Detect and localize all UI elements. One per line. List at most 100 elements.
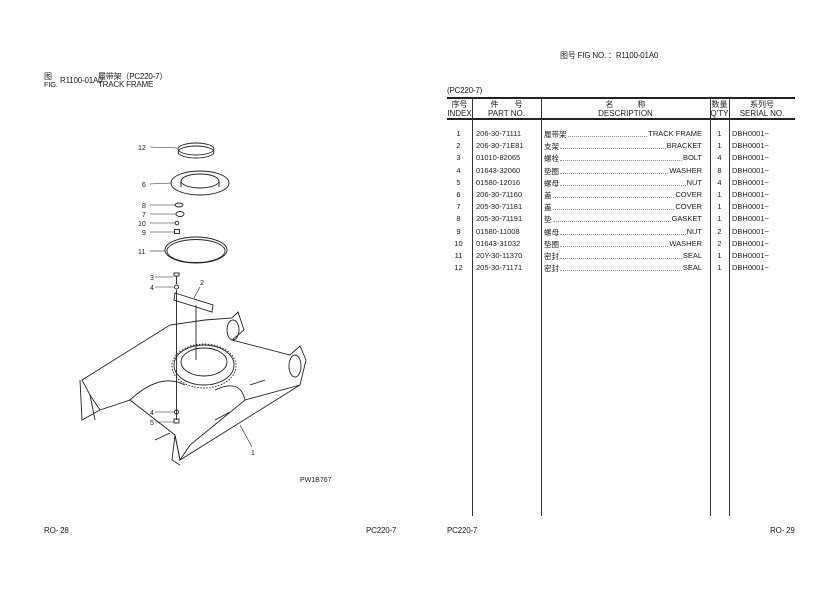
row-qty: 2 [717,226,722,236]
row-qty: 1 [717,214,722,224]
callout-9: 9 [142,230,146,237]
row-serial: DBH0001~ [732,214,769,224]
row-qty: 4 [717,177,722,187]
row-desc-en: NUT [686,177,702,187]
row-index: 4 [456,165,461,175]
cover-7 [175,211,185,217]
row-index: 10 [454,238,463,248]
row-description: 盖 COVER [544,190,702,201]
row-serial: DBH0001~ [732,226,769,236]
row-description: 履带架 TRACK FRAME [544,129,702,140]
row-desc-en: BRACKET [666,141,702,151]
callout-3: 3 [150,275,154,282]
row-serial: DBH0001~ [732,129,769,138]
left-page-number: RO- 28 [44,526,69,535]
row-desc-cn: 密封 [544,252,559,261]
row-desc-cn: 垫圈 [544,239,559,249]
row-qty: 1 [717,129,722,138]
row-desc-cn: 螺母 [544,227,559,237]
row-index: 8 [456,214,461,224]
row-desc-cn: 盖 [544,203,552,213]
row-part-no: 206-30-71111 [476,129,522,138]
row-serial: DBH0001~ [732,263,769,273]
row-description: 密封 SEAL [544,263,702,274]
table-model: (PC220-7) [447,86,483,95]
row-desc-en: COVER [675,202,702,212]
callout-1: 1 [251,450,255,457]
row-part-no: 206-30-71E81 [476,141,524,151]
fig-no: R1100-01A0 [60,76,103,85]
callout-7: 7 [142,212,146,219]
row-qty: 1 [717,202,722,212]
gasket-8 [174,202,184,208]
row-desc-cn: 盖 [544,191,552,200]
row-desc-cn: 履带架 [544,130,567,139]
row-part-no: 205-30-71181 [476,202,523,212]
row-index: 7 [456,202,461,212]
row-part-no: 01580-11008 [476,226,520,236]
row-qty: 4 [717,153,722,163]
row-desc-en: COVER [675,190,702,199]
bracket-2 [173,292,214,313]
table-row: 2 206-30-71E81 支架 BRACKET 1 DBH0001~ [447,141,795,153]
row-desc-cn: 密封 [544,264,559,274]
row-desc-cn: 支架 [544,142,559,152]
callout-6: 6 [142,182,146,189]
track-frame-diagram: 12 6 8 7 10 9 11 3 4 2 4 5 1 PW1B767 [79,142,332,484]
callout-8: 8 [142,203,146,210]
row-serial: DBH0001~ [732,141,769,151]
seal-12-ring [177,142,215,159]
right-model: PC220-7 [447,526,478,535]
row-desc-en: SEAL [682,263,702,273]
row-qty: 1 [717,251,722,260]
row-desc-en: TRACK FRAME [648,129,702,138]
row-serial: DBH0001~ [732,202,769,212]
row-qty: 2 [717,238,722,248]
track-frame-1 [79,311,307,466]
callout-5: 5 [150,420,154,427]
row-serial: DBH0001~ [732,251,769,260]
row-index: 3 [456,153,461,163]
row-serial: DBH0001~ [732,190,769,199]
nut-5 [173,418,180,424]
callout-4b: 4 [150,410,154,417]
row-part-no: 01643-32060 [476,165,521,175]
row-qty: 1 [717,141,722,151]
right-page-number: RO- 29 [770,526,795,535]
row-index: 12 [454,263,463,273]
callout-2: 2 [200,280,204,287]
washer-4-bottom [174,409,179,415]
fig-cn: 图 [44,72,52,81]
row-index: 2 [456,141,461,151]
row-qty: 1 [717,263,722,273]
row-desc-en: GASKET [671,214,702,224]
washer-4-top [174,284,179,290]
fig-en: FIG. [44,80,58,89]
bolt-3 [173,272,180,284]
row-desc-cn: 垫圈 [544,166,559,176]
row-part-no: 205-30-71191 [476,214,523,224]
left-model: PC220-7 [366,526,397,535]
row-index: 5 [456,177,461,187]
row-serial: DBH0001~ [732,153,769,163]
callout-11: 11 [138,249,145,256]
row-qty: 1 [717,190,722,199]
callout-10: 10 [138,221,146,228]
